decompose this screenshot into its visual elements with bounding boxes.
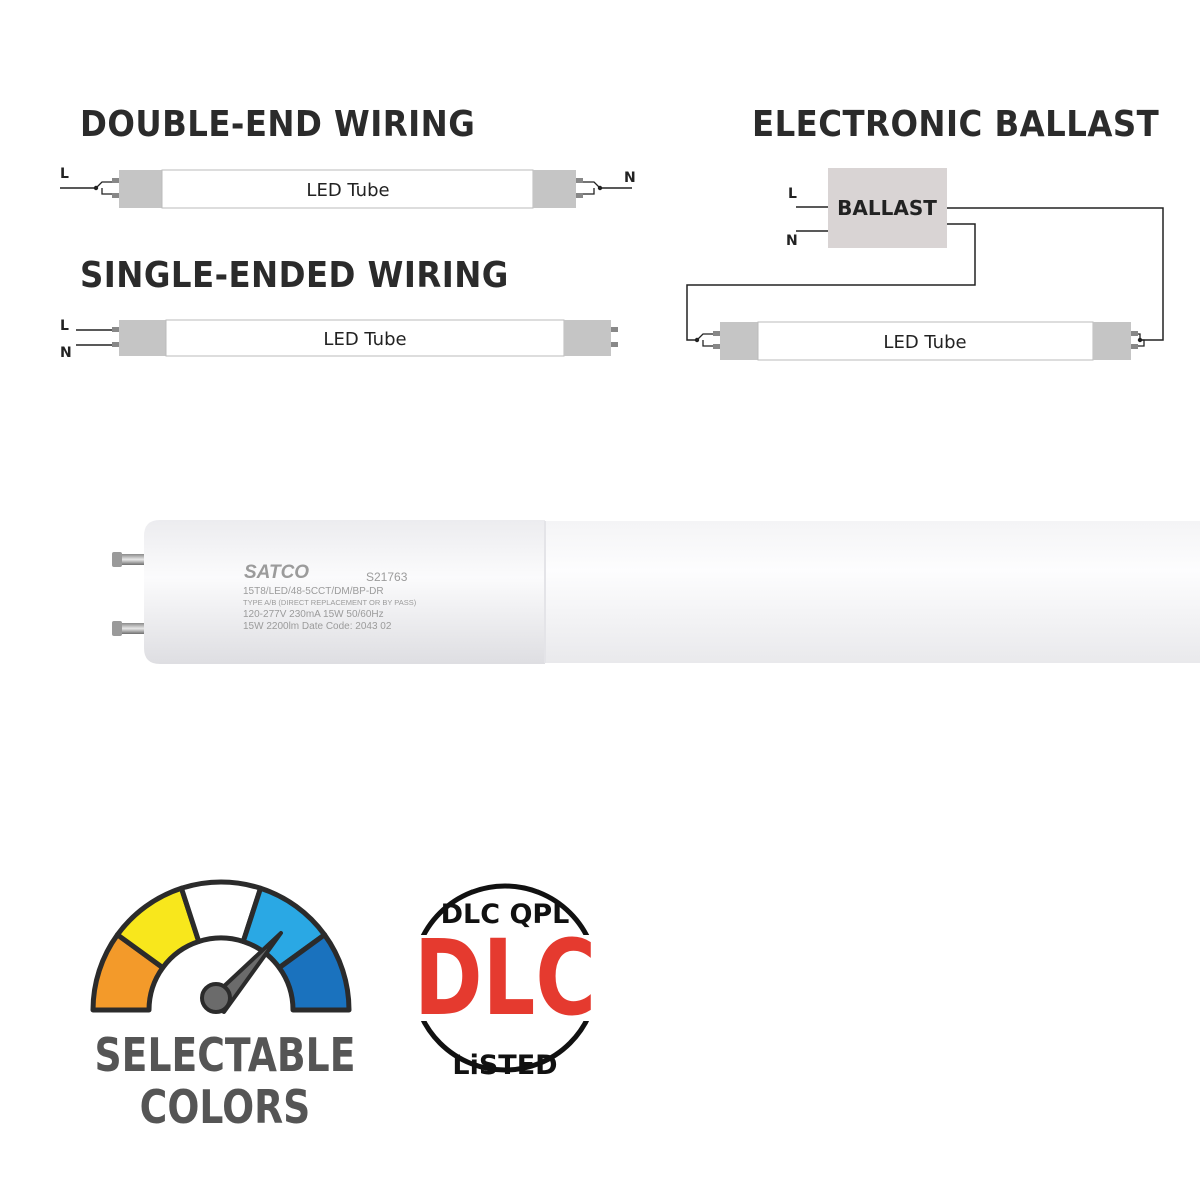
tube-endcap [564,320,611,356]
dlc-seal-icon: DLC QPL LiSTED DLC [395,883,615,1081]
line-label: L [788,186,797,202]
selectable-colors-line2: COLORS [139,1080,311,1134]
tube-pin-icon [112,552,146,636]
led-tube-label: LED Tube [306,180,389,201]
type-text: TYPE A/B (DIRECT REPLACEMENT OR BY PASS) [243,598,417,607]
tube-endcap [119,170,162,208]
electrical-text: 120-277V 230mA 15W 50/60Hz [243,609,384,620]
tube-endcap [1093,322,1131,360]
led-tube-label: LED Tube [323,329,406,350]
led-tube [165,319,565,357]
led-tube [757,321,1094,361]
dlc-main-text: DLC [414,917,596,1039]
electronic-ballast-title: ELECTRONIC BALLAST [752,104,1160,145]
tube-endcap [533,170,576,208]
neutral-label: N [786,233,798,249]
brand-logo: SATCO [244,562,309,583]
single-ended-wiring-title: SINGLE-ENDED WIRING [80,255,509,296]
sku-text: S21763 [366,570,408,584]
single-ended-wiring-diagram: L N LED Tube [60,318,618,361]
model-text: 15T8/LED/48-5CCT/DM/BP-DR [243,586,384,597]
double-end-wiring-diagram: L N LED Tube [60,166,636,209]
led-tube-product: SATCO S21763 15T8/LED/48-5CCT/DM/BP-DR T… [112,520,1200,664]
date-code-text: 15W 2200lm Date Code: 2043 02 [243,621,392,632]
line-label: L [60,166,69,182]
ballast-box [828,168,947,248]
dlc-qpl-text: DLC QPL [441,899,570,930]
line-label: L [60,318,69,334]
ballast-label: BALLAST [837,196,937,220]
neutral-label: N [60,345,72,361]
dlc-listed-text: LiSTED [452,1050,557,1081]
led-tube-label: LED Tube [883,332,966,353]
selectable-colors-line1: SELECTABLE [94,1028,356,1082]
double-end-wiring-title: DOUBLE-END WIRING [80,104,476,145]
neutral-label: N [624,170,636,186]
tube-endcap [720,322,758,360]
electronic-ballast-diagram: L N BALLAST LED Tube [686,168,1164,361]
gauge-segment [276,932,352,1013]
tube-endcap [119,320,166,356]
speedometer-icon [90,879,352,1014]
